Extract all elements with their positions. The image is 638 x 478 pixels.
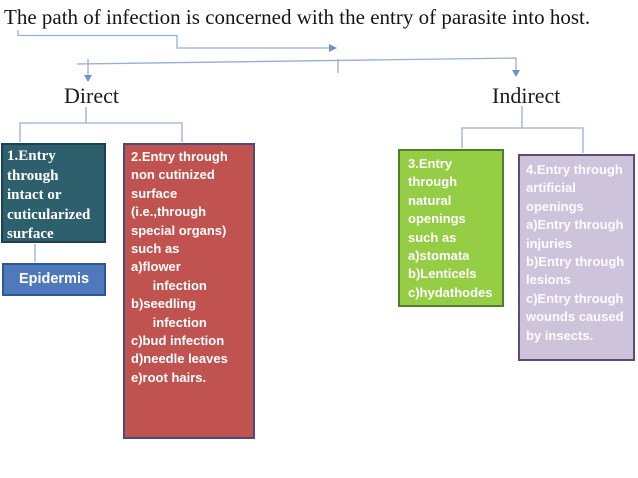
box-entry-natural-openings: 3.Entry through natural openings such as… — [398, 149, 504, 307]
box-entry-non-cutinized-surface: 2.Entry through non cutinized surface (i… — [123, 143, 255, 439]
arrow-down-icon — [84, 75, 92, 82]
direct-indirect-line — [76, 57, 517, 70]
arrow-right-icon — [329, 44, 337, 52]
indirect-subtree-bracket — [461, 106, 584, 153]
direct-subtree-bracket — [19, 107, 183, 142]
title-branch-line — [17, 30, 329, 49]
direct-branch-label: Direct — [64, 83, 119, 108]
box-entry-intact-surface: 1.Entry through intact or cuticularized … — [1, 143, 106, 243]
arrow-down-icon — [512, 70, 520, 77]
indirect-branch-label: Indirect — [492, 83, 561, 108]
box-entry-artificial-openings: 4.Entry through artificial openings a)En… — [518, 154, 635, 361]
slide-title: The path of infection is concerned with … — [4, 5, 591, 29]
box-epidermis: Epidermis — [2, 263, 106, 296]
